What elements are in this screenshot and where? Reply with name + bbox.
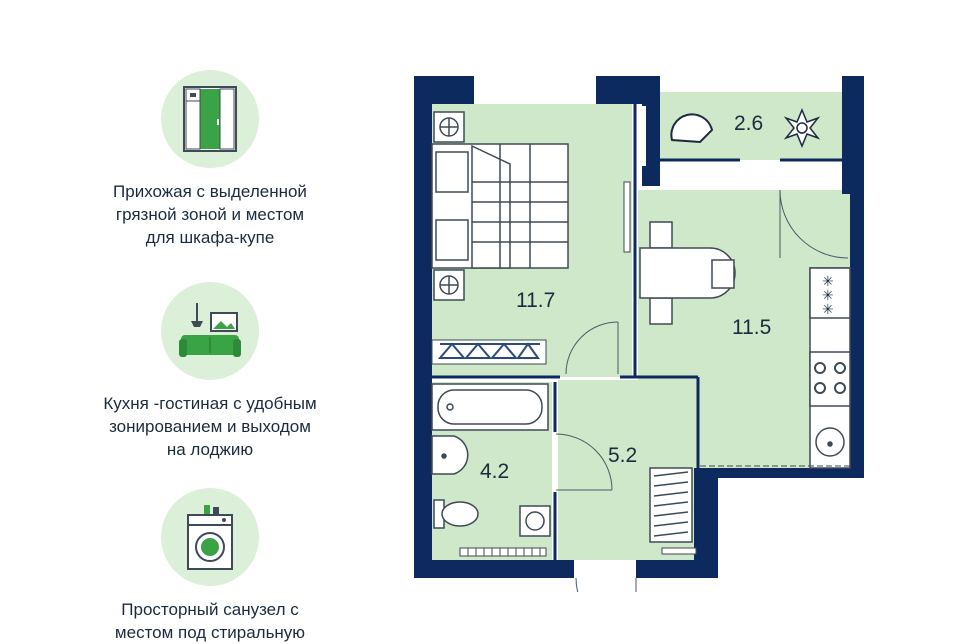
window bbox=[474, 80, 596, 100]
lamp-icon bbox=[433, 111, 465, 143]
sink-icon bbox=[815, 427, 845, 457]
bathtub-icon bbox=[431, 383, 549, 431]
hall-area: 5.2 bbox=[608, 444, 637, 467]
walls bbox=[414, 76, 864, 578]
wardrobe-rail-icon bbox=[431, 339, 547, 365]
shoe-rack-icon bbox=[649, 467, 693, 543]
entrance-door[interactable] bbox=[575, 577, 637, 639]
washbasin-icon bbox=[431, 435, 469, 475]
kitchen-living-area: 11.5 bbox=[732, 316, 771, 339]
stove-burners-icon bbox=[814, 362, 846, 394]
floor-plan: ✳✳✳ bbox=[410, 72, 870, 639]
inner-walls bbox=[432, 104, 850, 560]
feature-caption: Кухня -гостиная с удобным зонированием и… bbox=[103, 394, 317, 459]
svg-text:✳: ✳ bbox=[822, 274, 834, 290]
washing-machine-icon bbox=[187, 505, 233, 570]
svg-text:✳: ✳ bbox=[822, 302, 834, 318]
window bbox=[642, 106, 646, 166]
radiator-icon bbox=[459, 547, 547, 557]
washer-icon bbox=[519, 505, 551, 537]
wardrobe-icon bbox=[183, 86, 237, 152]
lamp-icon bbox=[433, 269, 465, 301]
bedroom-area: 11.7 bbox=[516, 289, 555, 312]
balcony-area: 2.6 bbox=[734, 112, 763, 135]
feature-caption: Прихожая с выделенной грязной зоной и ме… bbox=[113, 182, 307, 247]
kitchen-counter bbox=[809, 267, 851, 469]
toilet-icon bbox=[433, 499, 479, 529]
feature-icon-circle bbox=[161, 282, 259, 380]
floor-plan-drawing: ✳✳✳ bbox=[414, 76, 864, 639]
dining-table-icon bbox=[639, 221, 736, 325]
feature-bathroom: Просторный санузел с местом под стиральн… bbox=[60, 488, 360, 644]
feature-hallway: Прихожая с выделенной грязной зоной и ме… bbox=[60, 70, 360, 249]
hood-icon: ✳✳✳ bbox=[822, 274, 834, 318]
feature-caption: Просторный санузел с местом под стиральн… bbox=[114, 600, 306, 642]
armchair-icon bbox=[670, 113, 714, 144]
bed-icon bbox=[431, 143, 569, 269]
feature-kitchen: Кухня -гостиная с удобным зонированием и… bbox=[60, 282, 360, 461]
svg-text:✳: ✳ bbox=[822, 288, 834, 304]
feature-icon-circle bbox=[161, 70, 259, 168]
sofa-icon bbox=[179, 303, 241, 357]
plant-icon bbox=[783, 108, 821, 148]
bathroom-area: 4.2 bbox=[480, 460, 509, 483]
feature-icon-circle bbox=[161, 488, 259, 586]
